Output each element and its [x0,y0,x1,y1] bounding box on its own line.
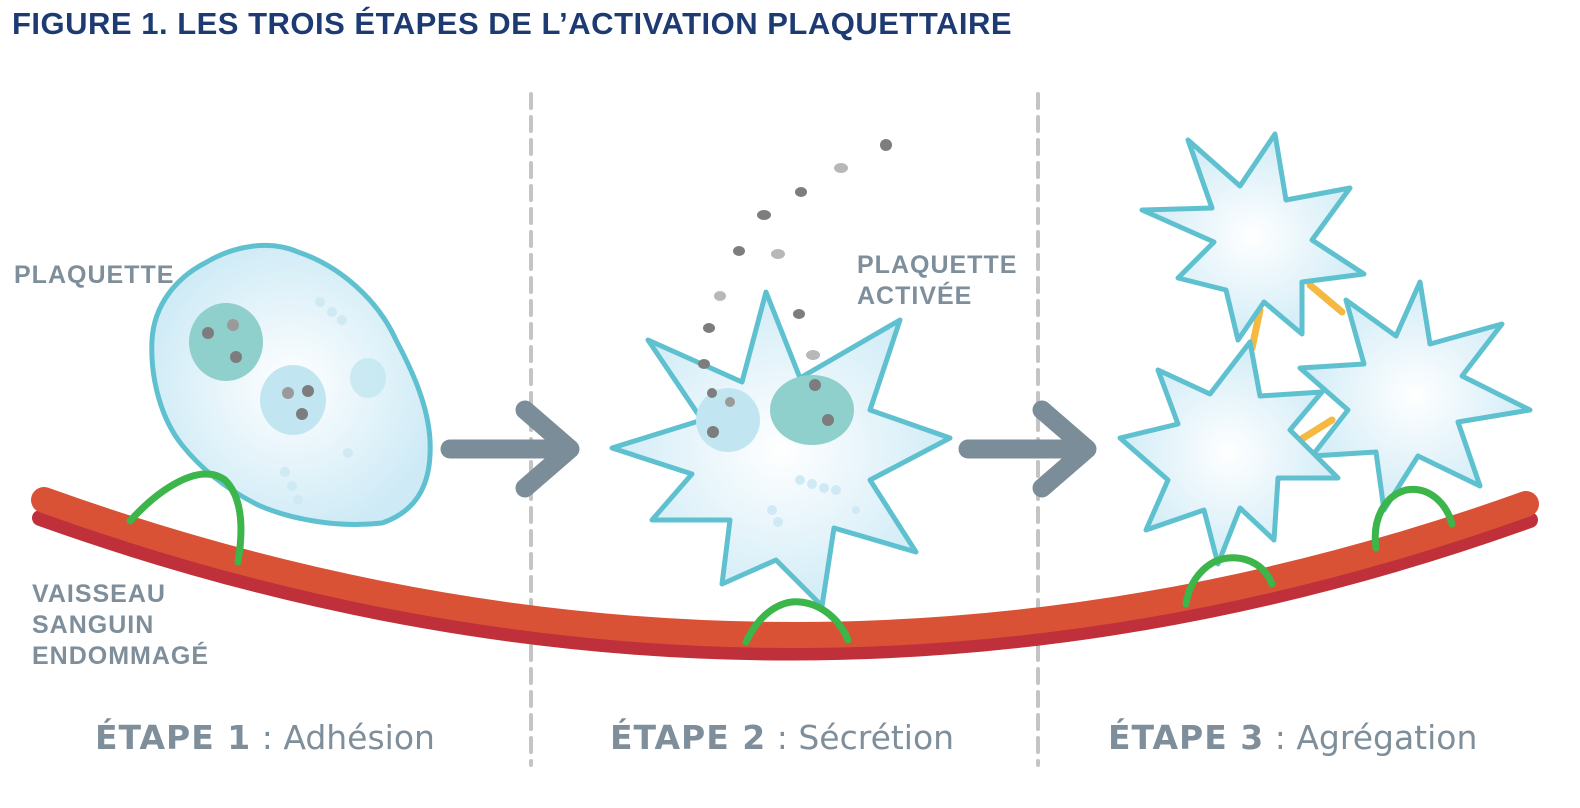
aggregated-platelet-top [1139,131,1367,343]
label-vessel-line2: SANGUIN [32,611,154,639]
step-1-name: Adhésion [283,718,435,757]
label-vessel-line3: ENDOMMAGÉ [32,641,209,670]
receptor-step2 [742,598,852,646]
figure-title: FIGURE 1. LES TROIS ÉTAPES DE L’ACTIVATI… [12,6,1013,41]
fibrinogen-bridges [1248,281,1346,444]
step-3-number: ÉTAPE 3 [1108,718,1265,757]
step-1-label: ÉTAPE 1 : Adhésion [95,718,435,757]
step-1-number: ÉTAPE 1 [95,718,252,757]
label-activated-platelet-line2: ACTIVÉE [857,281,972,310]
label-platelet: PLAQUETTE [14,261,174,289]
receptor-step1 [126,470,245,566]
granule-cluster [189,303,263,381]
secreted-granules [698,139,892,398]
step-2-separator: : [766,718,799,757]
receptors-step3 [1182,485,1456,608]
arrow-step2-to-step3 [958,400,1097,498]
resting-platelet [149,242,433,527]
step-3-label: ÉTAPE 3 : Agrégation [1108,718,1477,757]
step-2-name: Sécrétion [798,718,955,757]
activated-platelet [609,289,953,609]
arrow-step1-to-step2 [440,400,580,498]
step-3-separator: : [1264,718,1297,757]
label-activated-platelet-line1: PLAQUETTE [857,251,1017,279]
step-1-separator: : [251,718,284,757]
step-2-label: ÉTAPE 2 : Sécrétion [610,718,954,757]
aggregated-platelets [1117,131,1533,567]
blood-vessel [31,487,1539,661]
label-vessel-line1: VAISSEAU [32,580,166,608]
step-2-number: ÉTAPE 2 [610,718,767,757]
step-3-name: Agrégation [1296,718,1478,757]
